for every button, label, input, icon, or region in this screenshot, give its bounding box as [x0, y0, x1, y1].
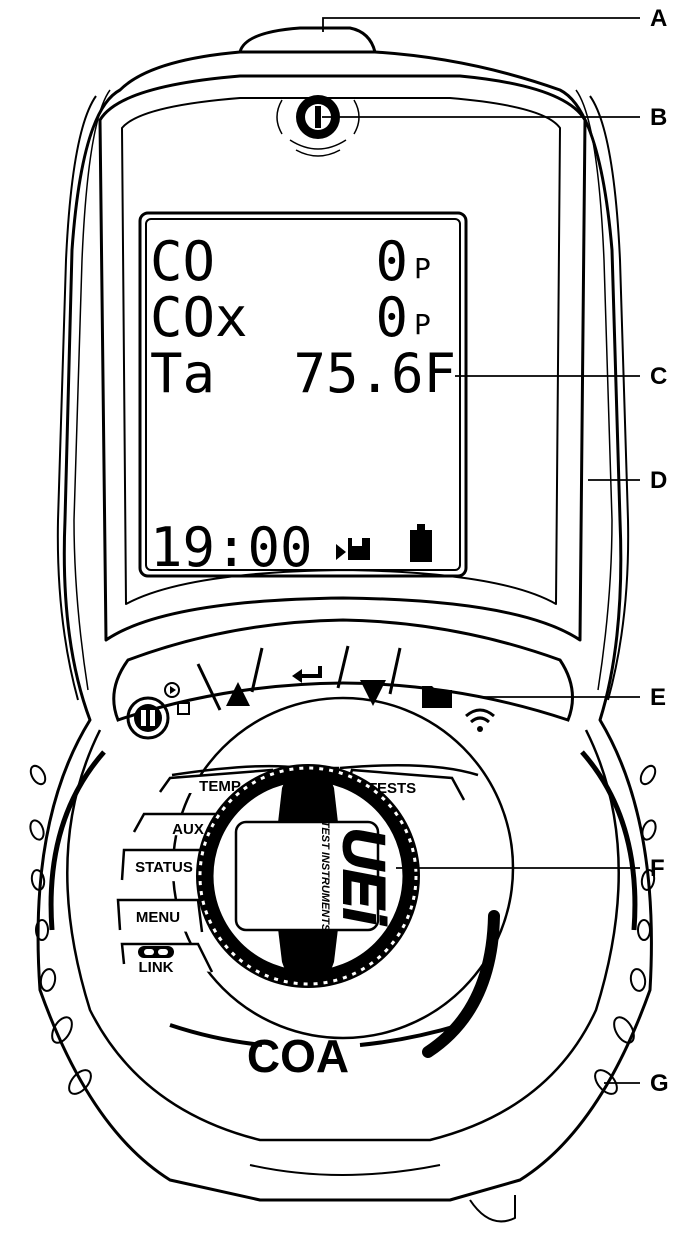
pump-icon	[336, 538, 370, 560]
folder-icon	[422, 686, 452, 708]
up-arrow-icon	[226, 682, 250, 706]
rotary-knob[interactable]: UEi TEST INSTRUMENTS	[196, 764, 420, 988]
lcd-row-3-value: 75.6F	[293, 342, 456, 405]
lcd-row-1-value: 0	[375, 230, 408, 293]
lcd-row-2-unit: P	[414, 308, 431, 341]
keypad-pause-button[interactable]	[126, 696, 170, 740]
dial-tab-aux-label: AUX	[172, 821, 204, 838]
power-icon	[315, 106, 321, 128]
battery-icon	[410, 524, 432, 562]
callout-b: B	[650, 104, 667, 131]
down-arrow-button[interactable]	[360, 680, 386, 706]
keypad	[112, 618, 574, 722]
callout-d: D	[650, 467, 667, 494]
callout-line-a	[322, 17, 640, 32]
dial-tab-temp-label: TEMP	[199, 778, 241, 795]
lcd-readings: CO 0 P COx 0 P Ta 75.6F 19:00	[150, 230, 456, 579]
callout-c: C	[650, 363, 667, 390]
lcd-row-1-label: CO	[150, 230, 215, 293]
brand-subtitle: TEST INSTRUMENTS	[319, 821, 331, 932]
dial-indicator-arc	[422, 910, 500, 1058]
dial-tab-menu-label: MENU	[136, 909, 180, 926]
lcd-row-3-label: Ta	[150, 342, 215, 405]
lcd-clock: 19:00	[150, 516, 313, 579]
callout-f: F	[650, 855, 665, 882]
enter-button[interactable]	[292, 666, 322, 683]
dial-tab-status[interactable]: STATUS	[120, 848, 214, 883]
stop-icon	[177, 702, 190, 715]
power-button[interactable]	[276, 95, 360, 157]
dial-tab-menu[interactable]: MENU	[116, 898, 204, 933]
dial-tab-link[interactable]: LINK	[120, 942, 214, 976]
folder-button[interactable]	[422, 686, 452, 708]
model-name: COA	[247, 1030, 349, 1082]
callout-e: E	[650, 684, 666, 711]
device-boot	[36, 26, 653, 1223]
brand-logo: UEi	[331, 828, 396, 927]
callout-g: G	[650, 1070, 669, 1097]
grip-ovals	[29, 764, 657, 1095]
lcd-row-2-value: 0	[375, 286, 408, 349]
down-arrow-icon	[360, 680, 386, 706]
lcd-row-2-label: COx	[150, 286, 248, 349]
play-icon	[164, 682, 180, 698]
up-arrow-button[interactable]	[226, 682, 250, 706]
enter-icon	[292, 666, 322, 683]
callouts	[322, 17, 640, 1084]
wireless-button[interactable]	[465, 708, 495, 732]
wifi-icon	[465, 708, 495, 732]
lcd-screen	[138, 211, 468, 578]
pause-icon	[141, 710, 155, 726]
link-icon	[138, 946, 174, 958]
dial-tab-link-label: LINK	[139, 959, 174, 976]
callout-a: A	[650, 5, 667, 32]
dial-tab-status-label: STATUS	[135, 859, 193, 876]
lcd-row-1-unit: P	[414, 252, 431, 285]
